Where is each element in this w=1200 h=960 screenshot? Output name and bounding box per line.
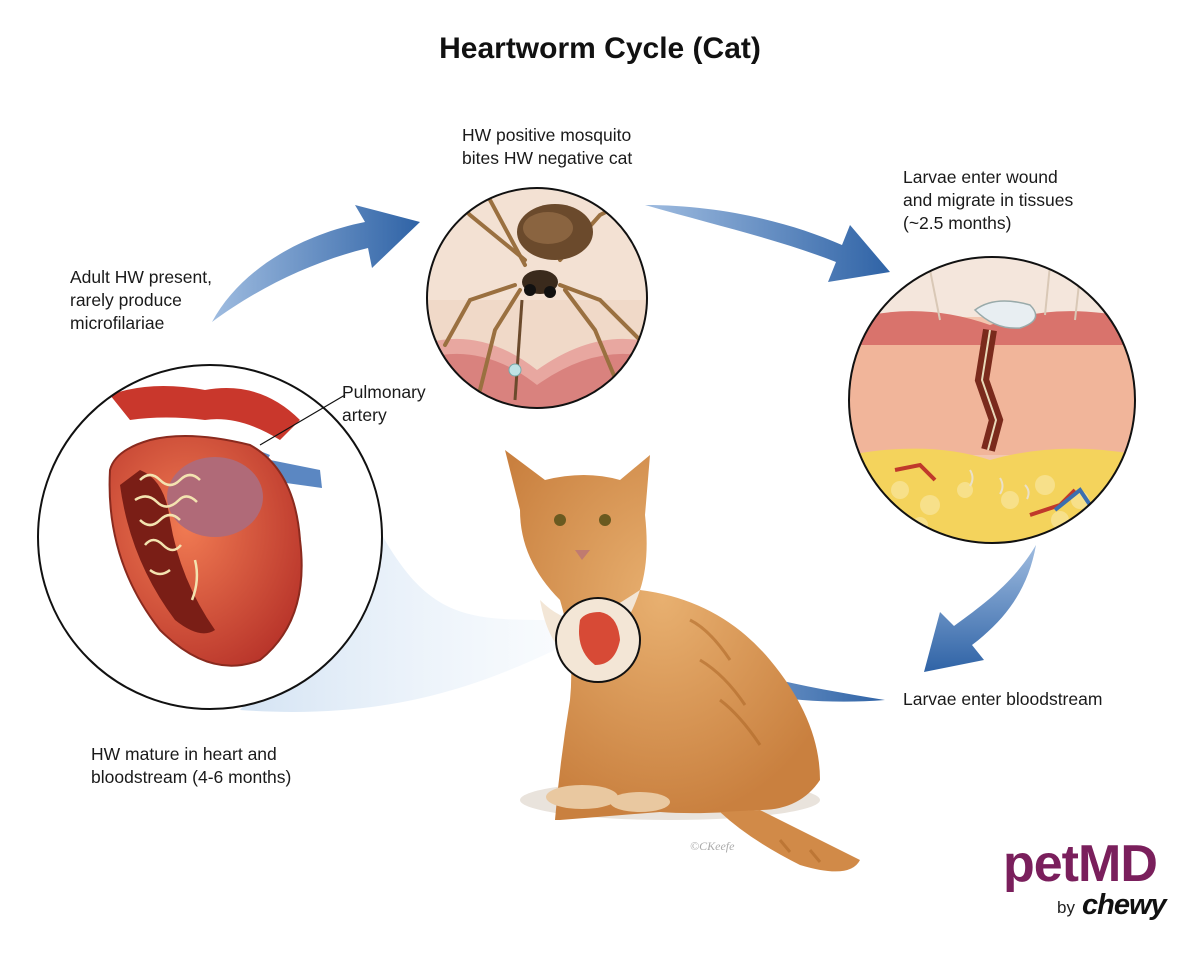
skin-cross-section-illustration <box>848 256 1136 544</box>
cat-illustration <box>505 450 860 872</box>
arrow-to-bloodstream <box>924 545 1036 672</box>
pulmonary-artery-leader-line <box>259 394 346 446</box>
heart-closeup-illustration <box>37 364 383 710</box>
label-larvae-wound: Larvae enter wound and migrate in tissue… <box>903 167 1074 233</box>
label-mosquito-bite: HW positive mosquito bites HW negative c… <box>462 125 633 168</box>
label-pulmonary-artery: Pulmonary artery <box>342 382 426 425</box>
label-larvae-bloodstream: Larvae enter bloodstream <box>903 689 1103 709</box>
artist-signature: ©CKeefe <box>690 839 735 853</box>
logo-by-text: by <box>1057 898 1075 917</box>
arrow-to-mosquito <box>212 205 420 322</box>
petmd-logo: petMD <box>1003 835 1158 893</box>
label-adult-hw: Adult HW present, rarely produce microfi… <box>70 267 212 333</box>
label-hw-mature: HW mature in heart and bloodstream (4-6 … <box>91 744 292 787</box>
mosquito-bite-illustration <box>426 187 648 409</box>
diagram-title: Heartworm Cycle (Cat) <box>439 32 761 65</box>
chewy-logo: chewy <box>1082 889 1167 921</box>
arrow-to-skin <box>645 205 890 282</box>
